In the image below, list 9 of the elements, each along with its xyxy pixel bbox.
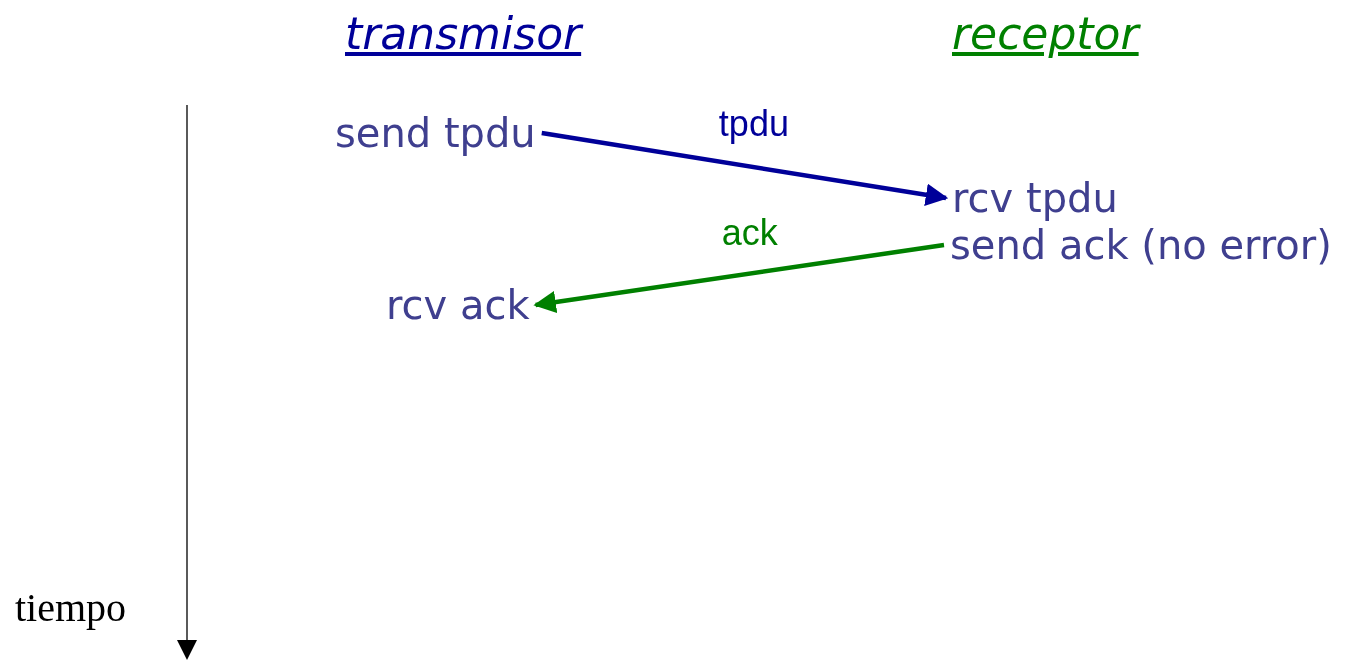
event-text: send ack (no error) [950,222,1332,268]
event-text: rcv ack [386,282,530,328]
axis-label: tiempo [15,584,127,631]
column-heading: receptor [952,8,1139,59]
message-arrow [541,130,949,206]
event-text: send tpdu [335,110,536,156]
column-heading: transmisor [345,8,582,59]
message-arrow [533,242,945,314]
event-text: rcv tpdu [952,175,1118,221]
